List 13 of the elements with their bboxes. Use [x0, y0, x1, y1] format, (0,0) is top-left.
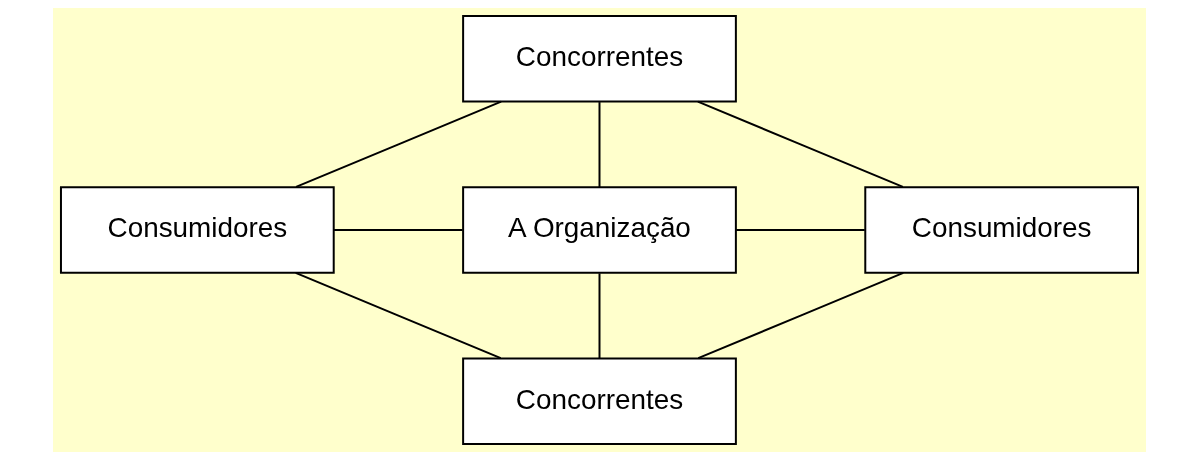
connector	[598, 272, 601, 360]
node-box: Consumidores	[864, 186, 1140, 274]
node-box: Concorrentes	[462, 357, 737, 445]
connector	[735, 229, 866, 231]
connector	[295, 100, 503, 188]
connector	[598, 101, 601, 189]
connector	[294, 271, 502, 360]
node-box: A Organização	[462, 186, 737, 274]
connector	[696, 100, 904, 188]
connector	[333, 229, 464, 231]
node-box: Concorrentes	[462, 15, 737, 103]
connector	[697, 271, 905, 360]
node-box: Consumidores	[59, 186, 335, 274]
